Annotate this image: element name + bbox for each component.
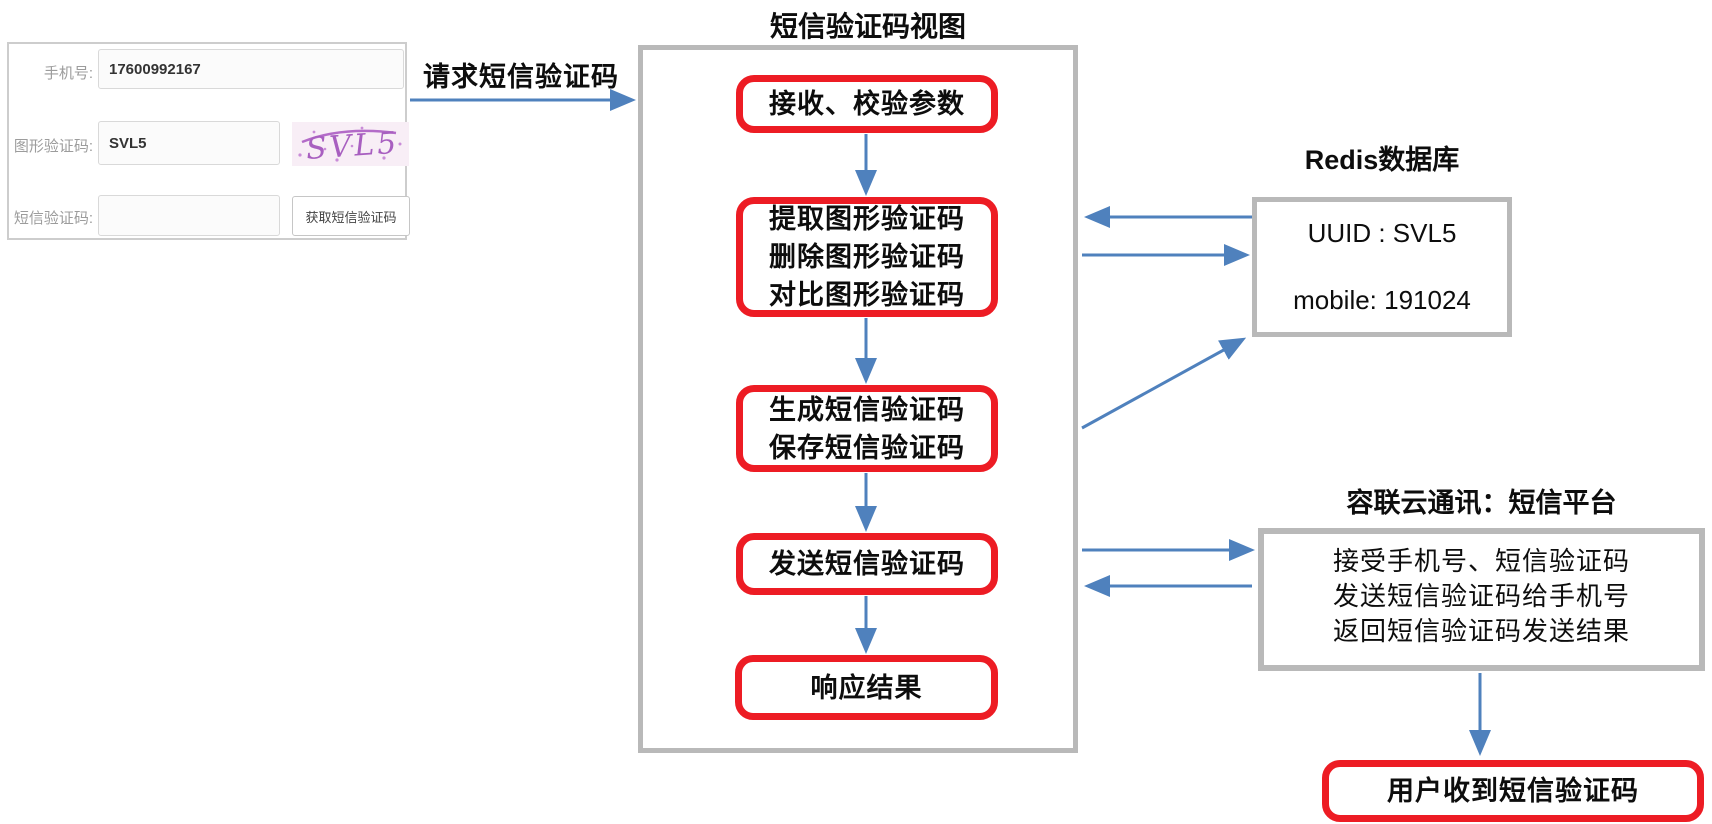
platform-line-return: 返回短信验证码发送结果: [1332, 616, 1630, 646]
view-title: 短信验证码视图: [769, 11, 966, 42]
step-line: 保存短信验证码: [769, 432, 965, 463]
redis-title: Redis数据库: [1304, 145, 1460, 175]
captcha-label: 图形验证码:: [13, 138, 93, 155]
step-line: 生成短信验证码: [769, 394, 965, 425]
captcha-svg: SVL5: [292, 122, 409, 167]
request-arrow-label: 请求短信验证码: [423, 62, 619, 92]
redis-box: UUID : SVL5 mobile: 191024: [1252, 197, 1512, 337]
step-generate-save-sms: 生成短信验证码 保存短信验证码: [736, 385, 998, 472]
step-line: 对比图形验证码: [769, 280, 965, 310]
captcha-bg: [292, 122, 409, 166]
redis-entry-uuid: UUID : SVL5: [1307, 218, 1457, 248]
step-send-sms: 发送短信验证码: [736, 533, 998, 595]
redis-entry-mobile: mobile: 191024: [1293, 285, 1471, 315]
phone-label: 手机号:: [43, 65, 93, 82]
step-line: 发送短信验证码: [769, 549, 965, 579]
step-response-result: 响应结果: [735, 655, 998, 720]
step-line: 删除图形验证码: [769, 242, 965, 272]
captcha-strike-line: [301, 129, 397, 144]
phone-input[interactable]: 17600992167: [98, 49, 404, 89]
user-received-sms-box: 用户收到短信验证码: [1322, 760, 1704, 822]
sms-platform-box: 接受手机号、短信验证码 发送短信验证码给手机号 返回短信验证码发送结果: [1258, 528, 1705, 671]
sms-code-input[interactable]: [98, 195, 280, 236]
step-image-captcha-ops: 提取图形验证码 删除图形验证码 对比图形验证码: [736, 197, 998, 317]
step-line: 提取图形验证码: [769, 204, 965, 234]
sms-platform-title: 容联云通讯：短信平台: [1346, 488, 1617, 518]
platform-line-send: 发送短信验证码给手机号: [1332, 581, 1630, 611]
step-receive-validate-params: 接收、校验参数: [736, 75, 998, 133]
captcha-noise-dots: [298, 126, 402, 162]
arrow-save-sms-to-redis: [1081, 337, 1247, 430]
sms-code-label: 短信验证码:: [13, 210, 93, 227]
platform-line-receive: 接受手机号、短信验证码: [1332, 546, 1630, 576]
sms-form-panel: 手机号: 17600992167 图形验证码: SVL5 SVL5 短信验证码:…: [7, 42, 410, 240]
result-label: 用户收到短信验证码: [1387, 776, 1639, 806]
get-sms-code-button[interactable]: 获取短信验证码: [292, 196, 410, 236]
step-line: 接收、校验参数: [769, 89, 965, 119]
step-line: 响应结果: [810, 672, 923, 703]
captcha-image[interactable]: SVL5: [292, 122, 409, 167]
captcha-input[interactable]: SVL5: [98, 121, 280, 165]
